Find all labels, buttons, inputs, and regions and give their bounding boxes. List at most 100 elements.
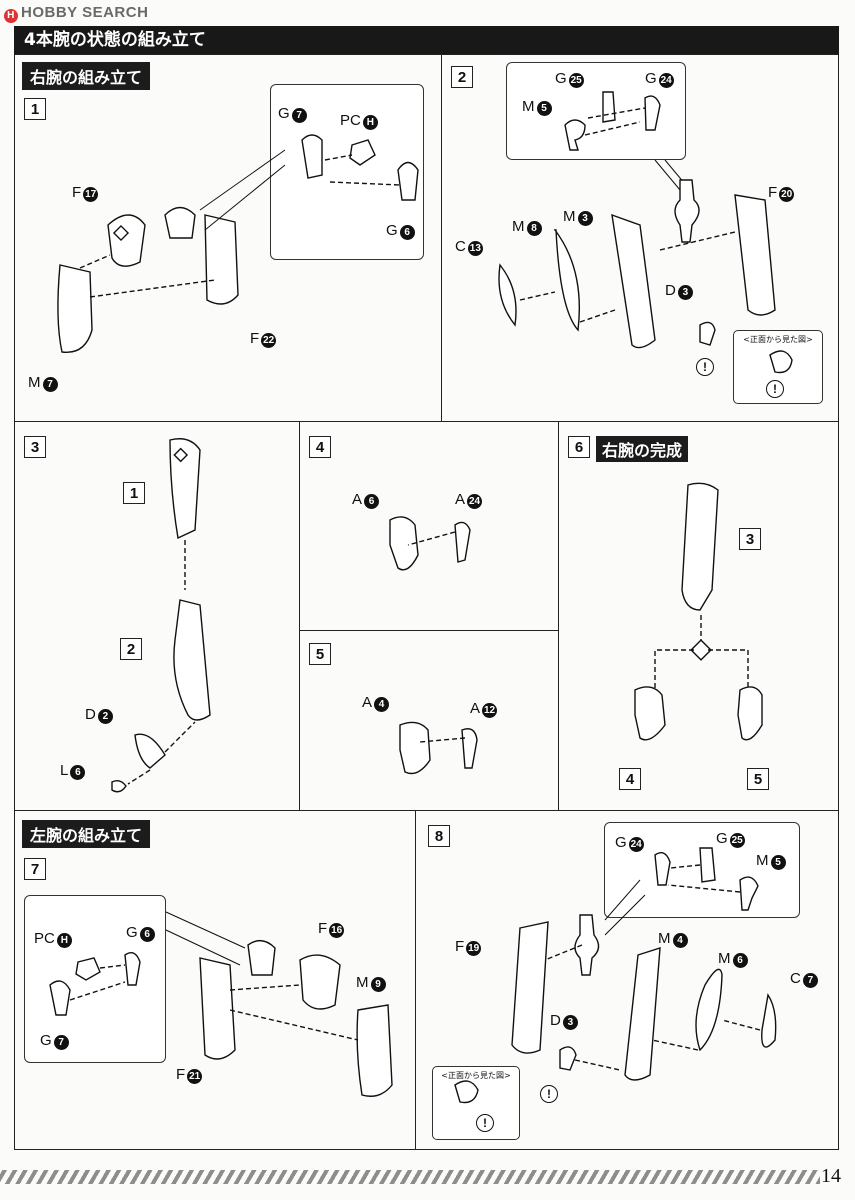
frame-f20 (734, 194, 776, 316)
footer-stripe (0, 1170, 820, 1184)
part-letter: M (563, 208, 576, 225)
part-letter: M (28, 374, 41, 391)
part-letter: M (522, 98, 535, 115)
part-letter: G (555, 70, 567, 87)
part-letter: M (512, 218, 525, 235)
part-letter: C (790, 970, 801, 987)
part-number-badge: 5 (770, 855, 786, 870)
part-letter: A (470, 700, 481, 717)
part-g25 (602, 91, 616, 123)
ball-m5 (564, 119, 586, 151)
part-number-badge: 4 (672, 933, 688, 948)
part-number-badge: 7 (802, 973, 818, 988)
front-view-ball (769, 350, 793, 374)
shoulder-f16 (299, 954, 341, 1010)
part-g7-left (49, 980, 71, 1016)
arm-m4 (624, 947, 661, 1081)
part-number-badge: 12 (482, 703, 498, 718)
caution-icon: ! (540, 1085, 558, 1103)
nub-l6 (111, 779, 127, 793)
frame-f22 (204, 214, 239, 305)
hand-a6 (389, 516, 419, 571)
ref-step-3: 3 (739, 528, 761, 550)
plate-c7 (761, 993, 777, 1048)
part-number-badge: 6 (139, 927, 155, 942)
part-number-badge: 5 (536, 101, 552, 116)
step-8-front-view-note: <正面から見た図> (432, 1066, 520, 1140)
step-number-7: 7 (24, 858, 46, 880)
forearm-upper (169, 438, 201, 540)
arm-m3 (611, 213, 656, 349)
part-number-badge: 17 (83, 187, 99, 202)
ball-joint (674, 179, 700, 243)
part-number-badge: 7 (53, 1035, 69, 1050)
part-letter: PC (340, 112, 361, 129)
step-number-2: 2 (451, 66, 473, 88)
step-number-1: 1 (24, 98, 46, 120)
frame-f19 (511, 921, 549, 1054)
joint-ball-left (247, 940, 276, 976)
part-letter: C (455, 238, 466, 255)
part-letter: G (716, 830, 728, 847)
part-letter: A (455, 491, 466, 508)
part-g6-left (124, 952, 141, 986)
part-letter: A (362, 694, 373, 711)
part-number-badge: 9 (370, 977, 386, 992)
caution-icon: ! (766, 380, 784, 398)
part-g25-left (699, 847, 716, 883)
part-letter: M (718, 950, 731, 967)
caution-icon: ! (696, 358, 714, 376)
section-left-arm: 左腕の組み立て (22, 820, 151, 848)
panel-step-8 (415, 810, 839, 1150)
front-view-ball-left (454, 1080, 479, 1104)
part-letter: M (658, 930, 671, 947)
part-number-badge: 16 (329, 923, 345, 938)
part-letter: F (176, 1066, 186, 1083)
part-letter: PC (34, 930, 55, 947)
forearm-lower (173, 599, 211, 721)
part-number-badge: 24 (628, 837, 644, 852)
part-letter: D (85, 706, 96, 723)
part-number-badge: 19 (466, 941, 482, 956)
caution-icon: ! (476, 1114, 494, 1132)
ref-step-5: 5 (747, 768, 769, 790)
step-number-6: 6 (568, 436, 590, 458)
assembly-diamond (690, 639, 712, 661)
frame-f21 (199, 957, 236, 1060)
part-g6 (397, 161, 419, 201)
thumb-a12 (461, 728, 478, 769)
part-letter: F (318, 920, 328, 937)
section-right-arm: 右腕の組み立て (22, 62, 151, 90)
part-number-badge: 24 (658, 73, 674, 88)
hand-4 (634, 686, 666, 741)
part-letter: M (756, 852, 769, 869)
part-letter: L (60, 762, 69, 779)
diamond-mark (112, 224, 130, 242)
part-g24 (644, 95, 661, 131)
section-right-arm-done: 右腕の完成 (596, 436, 689, 462)
part-letter: F (455, 938, 465, 955)
arm-cover-m9 (356, 1004, 393, 1097)
hand-5 (737, 686, 763, 741)
ref-step-1: 1 (123, 482, 145, 504)
part-number-badge: 25 (729, 833, 745, 848)
pc-h (349, 139, 376, 166)
completed-arm (681, 482, 719, 611)
part-g24-left (654, 852, 671, 886)
